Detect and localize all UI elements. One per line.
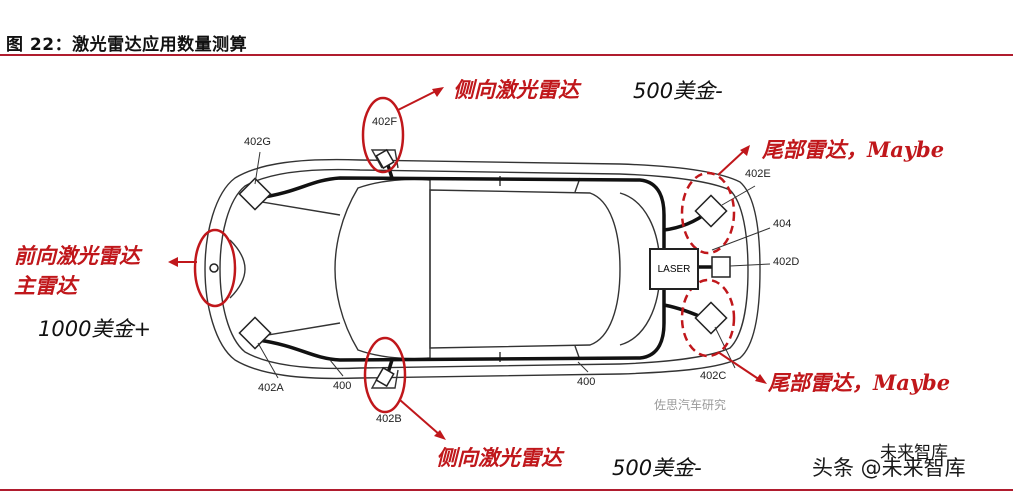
highlight-side-bottom (363, 336, 407, 414)
sensor-402a (238, 316, 272, 350)
title-divider (0, 54, 1013, 56)
label-main-radar: 主雷达 (14, 273, 77, 298)
brand-watermark-top: 未来智库 (880, 443, 948, 463)
sensor-402b (375, 366, 395, 388)
highlight-front (193, 228, 237, 308)
price-side-top: 500美金- (633, 79, 723, 103)
label-rear-radar-top: 尾部雷达，Maybe (762, 137, 945, 162)
callout-402g: 402G (244, 136, 271, 148)
arrow-rear-bottom (717, 351, 761, 381)
sensor-402g (238, 177, 272, 211)
price-side-bottom: 500美金- (612, 456, 702, 480)
callout-402a: 402A (258, 382, 284, 394)
callout-400-right: 400 (577, 376, 596, 388)
callout-402b: 402B (376, 413, 402, 425)
car-inner-outline (219, 168, 749, 370)
callout-402d: 402D (773, 256, 800, 268)
callout-402f: 402F (372, 116, 398, 128)
sensor-402f (375, 148, 395, 170)
callout-404: 404 (773, 218, 792, 230)
roof (429, 189, 621, 349)
bottom-divider (0, 489, 1013, 491)
callout-400-left: 400 (333, 380, 352, 392)
arrow-side-top (397, 89, 439, 111)
callout-402c: 402C (700, 370, 727, 382)
callout-402e: 402E (745, 168, 771, 180)
sensor-402d (711, 256, 731, 278)
figure-title: 图 22：激光雷达应用数量测算 (6, 35, 248, 55)
sensor-402c (694, 301, 728, 335)
windshield (334, 178, 431, 360)
label-front-lidar: 前向激光雷达 (14, 243, 140, 268)
highlight-rear-bottom (680, 278, 736, 358)
label-side-lidar-bottom: 侧向激光雷达 (436, 445, 562, 470)
sensor-front (209, 263, 219, 273)
sensor-402e (694, 194, 728, 228)
harness-bottom (257, 286, 666, 362)
car-outer-outline (204, 158, 761, 380)
brand-watermark: 头条 @未来智库 (812, 456, 966, 480)
harness-top (257, 176, 666, 248)
arrow-side-bottom (399, 399, 441, 436)
label-side-lidar-top: 侧向激光雷达 (453, 77, 579, 102)
source-watermark: 佐思汽车研究 (654, 398, 727, 412)
highlight-side-top (361, 96, 405, 174)
price-front: 1000美金+ (38, 317, 152, 341)
highlight-rear-top (680, 171, 736, 255)
arrow-rear-top (717, 149, 746, 176)
laser-unit: LASER (649, 248, 699, 290)
label-rear-radar-bottom: 尾部雷达，Maybe (768, 370, 951, 395)
